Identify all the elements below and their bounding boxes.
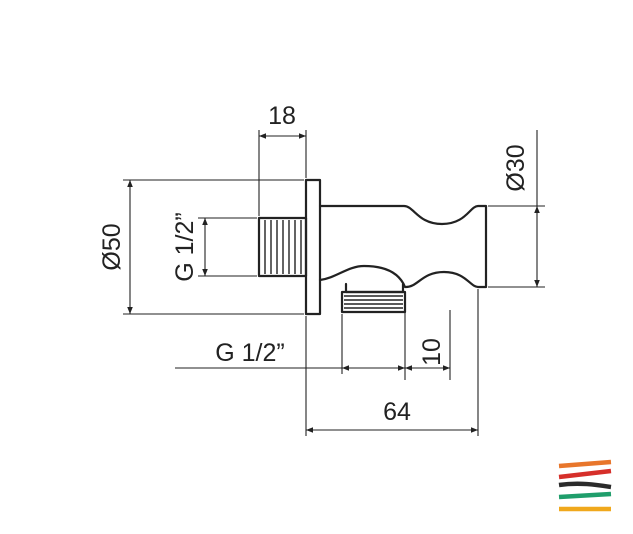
logo-stripe-dark — [558, 481, 612, 490]
dimension-diameter-right: Ø30 — [488, 130, 545, 288]
brand-logo — [558, 459, 612, 512]
dimension-label-thread-left: G 1/2” — [171, 212, 199, 281]
dimension-label-diameter-left: Ø50 — [98, 223, 126, 270]
dimension-diameter-left: Ø50 — [98, 179, 304, 315]
logo-stripe-green — [558, 491, 612, 500]
bottom-thread-ridges — [344, 295, 403, 309]
left-thread-connector — [257, 216, 308, 278]
dimension-label-height-small: 10 — [418, 338, 446, 366]
dimension-overall-length: 64 — [305, 289, 479, 436]
logo-stripe-orange — [558, 459, 612, 469]
wall-flange — [304, 178, 322, 316]
dimension-label-overall-length: 64 — [383, 398, 411, 426]
logo-stripe-red — [558, 468, 612, 480]
dimension-height-small: 10 — [404, 310, 451, 380]
left-thread-ridges — [264, 220, 302, 274]
dimension-label-diameter-right: Ø30 — [502, 144, 530, 191]
bottom-thread-connector — [340, 290, 407, 314]
holder-body — [318, 204, 488, 289]
dimension-thread-bottom: G 1/2” — [175, 314, 405, 374]
dimension-top-width: 18 — [258, 102, 307, 216]
dimension-label-thread-bottom: G 1/2” — [215, 339, 284, 367]
dimension-thread-left: G 1/2” — [171, 212, 257, 282]
bottom-outlet-nipple — [344, 282, 405, 294]
shower-wall-outlet-outline — [257, 178, 488, 316]
dimension-label-top-width: 18 — [268, 102, 296, 130]
